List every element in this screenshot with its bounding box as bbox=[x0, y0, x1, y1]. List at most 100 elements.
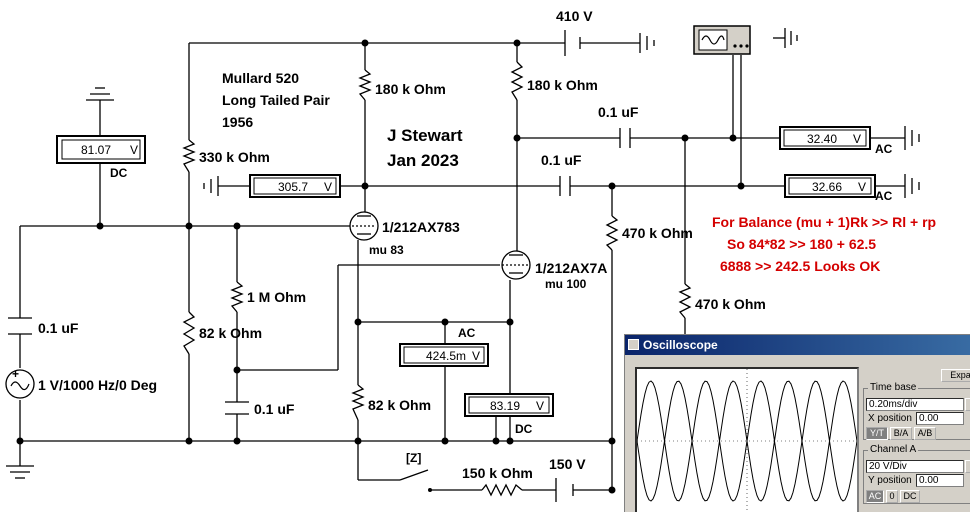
note-line-3: 6888 >> 242.5 Looks OK bbox=[720, 258, 880, 274]
resistor-82k-left bbox=[182, 311, 196, 355]
label-mu-100: mu 100 bbox=[545, 277, 587, 291]
channel-a-field[interactable]: 20 V/Div bbox=[866, 460, 964, 473]
resistor-330k bbox=[182, 139, 196, 173]
ac-button[interactable]: AC bbox=[866, 490, 884, 503]
label-tube-left: 1/212AX783 bbox=[382, 219, 460, 235]
title-line-1: Mullard 520 bbox=[222, 70, 299, 86]
date-label: Jan 2023 bbox=[387, 151, 459, 170]
xpos-field[interactable]: 0.00 bbox=[916, 412, 964, 425]
meter-unit-m2: V bbox=[324, 180, 332, 194]
label-dc-top: DC bbox=[110, 166, 128, 180]
label-switch-key: [Z] bbox=[406, 451, 421, 465]
label-mu-83: mu 83 bbox=[369, 243, 404, 257]
timebase-label: Time base bbox=[868, 382, 919, 393]
channel-a-label: Channel A bbox=[868, 444, 919, 455]
ba-button[interactable]: B/A bbox=[890, 427, 912, 440]
timebase-field[interactable]: 0.20ms/div bbox=[866, 398, 964, 411]
resistor-470k-a bbox=[605, 215, 619, 251]
xpos-label: X position bbox=[868, 413, 912, 424]
note-line-1: For Balance (mu + 1)Rk >> Rl + rp bbox=[712, 214, 936, 230]
note-line-2: So 84*82 >> 180 + 62.5 bbox=[727, 236, 876, 252]
ypos-label: Y position bbox=[868, 475, 912, 486]
label-c-top: 0.1 uF bbox=[598, 104, 639, 120]
labels: Mullard 520 Long Tailed Pair 1956 J Stew… bbox=[38, 8, 936, 481]
resistor-180k-right bbox=[510, 61, 524, 101]
meter-305[interactable]: 305.7 V bbox=[249, 174, 341, 198]
switch[interactable] bbox=[399, 469, 432, 492]
batteries bbox=[555, 30, 581, 502]
grounds bbox=[6, 28, 920, 479]
resistors bbox=[182, 61, 692, 497]
meter-unit-m6: V bbox=[536, 399, 544, 413]
label-410v: 410 V bbox=[556, 8, 593, 24]
junctions bbox=[16, 39, 745, 494]
trace-b bbox=[636, 380, 858, 502]
label-r330: 330 k Ohm bbox=[199, 149, 270, 165]
channel-a-group: Channel A 20 V/Div Y position 0.00 AC 0 … bbox=[863, 444, 970, 504]
ac-source: + bbox=[5, 367, 35, 399]
label-r470-b: 470 k Ohm bbox=[695, 296, 766, 312]
author-label: J Stewart bbox=[387, 126, 463, 145]
ypos-field[interactable]: 0.00 bbox=[916, 474, 964, 487]
meter-unit-m1: V bbox=[130, 143, 138, 157]
meter-value-m2: 305.7 bbox=[278, 180, 308, 194]
meter-unit-m3: V bbox=[853, 132, 861, 146]
meter-dc-top-left[interactable]: 81.07 V bbox=[56, 135, 146, 164]
label-ac-cathode: AC bbox=[458, 326, 476, 340]
label-r82-cathode: 82 k Ohm bbox=[368, 397, 431, 413]
ab-button[interactable]: A/B bbox=[914, 427, 936, 440]
meter-dc-cathode[interactable]: 83.19 V bbox=[464, 393, 554, 417]
label-ac-upper: AC bbox=[875, 142, 893, 156]
resistor-82k-cathode bbox=[351, 384, 365, 421]
tube-right bbox=[501, 250, 531, 280]
oscilloscope-titlebar[interactable]: Oscilloscope bbox=[625, 335, 970, 355]
oscilloscope-title: Oscilloscope bbox=[643, 338, 718, 352]
label-source: 1 V/1000 Hz/0 Deg bbox=[38, 377, 157, 393]
meter-value-m3: 32.40 bbox=[807, 132, 837, 146]
resistor-150k bbox=[481, 483, 523, 497]
expand-button[interactable]: Expan bbox=[941, 369, 970, 382]
channel-a-spinner[interactable] bbox=[965, 460, 970, 473]
timebase-spinner[interactable] bbox=[965, 398, 970, 411]
label-c-bottom: 0.1 uF bbox=[254, 401, 295, 417]
label-r1m: 1 M Ohm bbox=[247, 289, 306, 305]
oscilloscope-window[interactable]: Oscilloscope Expan Time base 0.20ms/div … bbox=[624, 334, 970, 512]
label-r470-a: 470 k Ohm bbox=[622, 225, 693, 241]
meter-value-m5: 424.5m bbox=[426, 349, 466, 363]
label-r180-right: 180 k Ohm bbox=[527, 77, 598, 93]
svg-text:+: + bbox=[12, 367, 19, 381]
meter-unit-m4: V bbox=[858, 180, 866, 194]
dc-button[interactable]: DC bbox=[900, 490, 920, 503]
meter-ac-lower-right[interactable]: 32.66 V bbox=[784, 174, 876, 198]
resistor-1m bbox=[230, 281, 244, 313]
title-line-3: 1956 bbox=[222, 114, 253, 130]
meter-ac-cathode[interactable]: 424.5m V bbox=[399, 343, 489, 367]
meter-value-m1: 81.07 bbox=[81, 143, 111, 157]
resistor-180k-left bbox=[358, 69, 372, 101]
meter-ac-upper-right[interactable]: 32.40 V bbox=[779, 126, 871, 150]
oscilloscope-icon[interactable] bbox=[693, 25, 751, 55]
label-dc-cathode: DC bbox=[515, 422, 533, 436]
scope-control-panel: Expan Time base 0.20ms/div X position 0.… bbox=[861, 363, 970, 512]
meter-value-m6: 83.19 bbox=[490, 399, 520, 413]
label-150v: 150 V bbox=[549, 456, 586, 472]
capacitors bbox=[8, 128, 631, 415]
title-line-2: Long Tailed Pair bbox=[222, 92, 330, 108]
resistor-470k-b bbox=[678, 283, 692, 319]
scope-screen bbox=[635, 367, 859, 512]
label-r180-left: 180 k Ohm bbox=[375, 81, 446, 97]
scope-traces bbox=[636, 369, 858, 512]
yt-button[interactable]: Y/T bbox=[866, 427, 888, 440]
label-r150: 150 k Ohm bbox=[462, 465, 533, 481]
label-ac-lower: AC bbox=[875, 189, 893, 203]
meter-unit-m5: V bbox=[472, 349, 480, 363]
timebase-group: Time base 0.20ms/div X position 0.00 Y/T… bbox=[863, 382, 970, 440]
zero-button[interactable]: 0 bbox=[886, 490, 898, 503]
window-icon bbox=[628, 339, 639, 350]
label-r82-left: 82 k Ohm bbox=[199, 325, 262, 341]
label-c-src: 0.1 uF bbox=[38, 320, 79, 336]
meter-value-m4: 32.66 bbox=[812, 180, 842, 194]
label-tube-right: 1/212AX7A bbox=[535, 260, 607, 276]
